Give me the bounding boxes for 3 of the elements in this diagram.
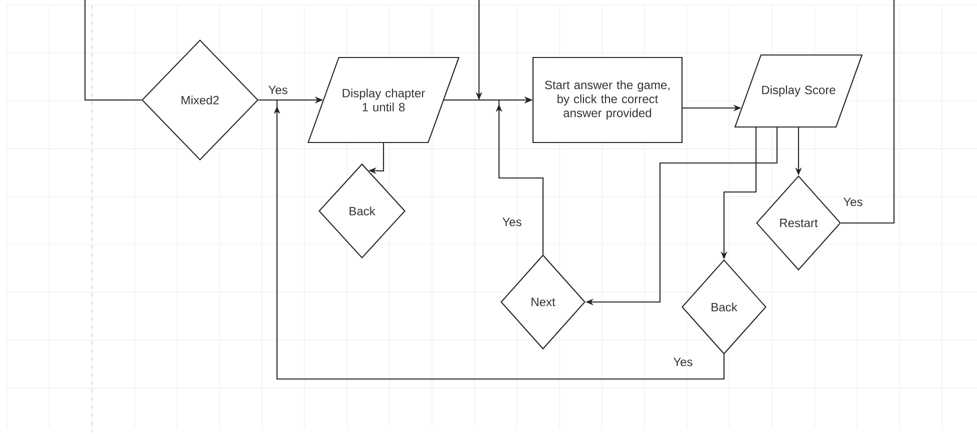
arrow [496, 96, 544, 254]
process-box: Start answer the game, by click the correct answer provided [532, 56, 683, 144]
arrow [274, 96, 725, 380]
